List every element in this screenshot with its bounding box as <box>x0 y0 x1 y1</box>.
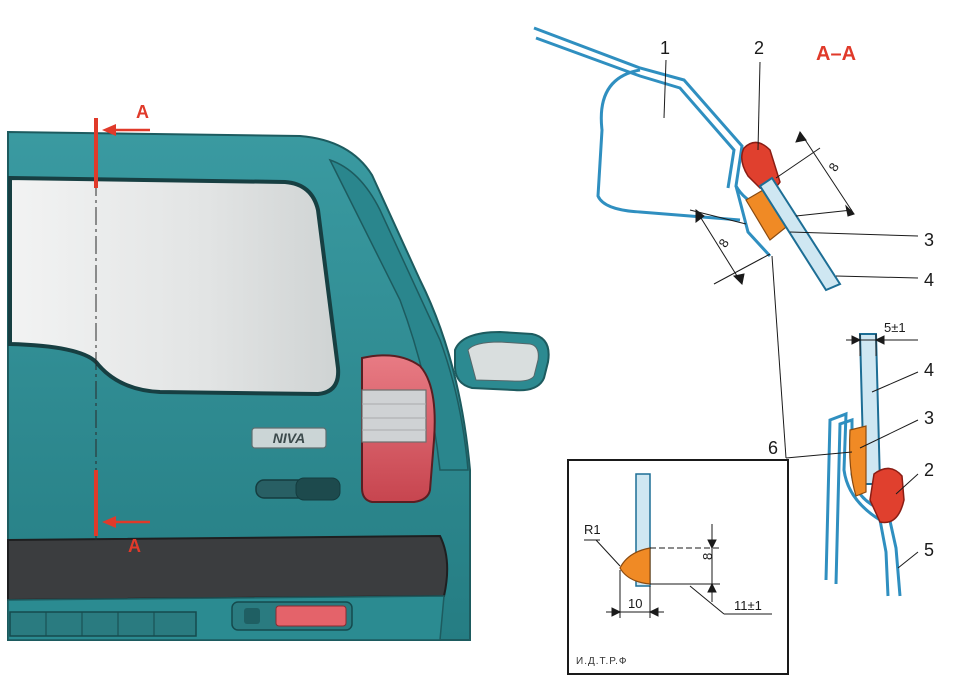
section-cut-line: А А <box>94 102 150 556</box>
bumper-step-strip <box>9 611 197 637</box>
inset-frame <box>567 459 789 675</box>
inset-detail: R1 8 10 11±1 И.Д.Т.Р.Ф <box>567 459 789 675</box>
callout-2-top: 2 <box>754 38 764 58</box>
adhesive-side <box>849 425 867 497</box>
callout-6: 6 <box>768 438 778 458</box>
callout-4-top: 4 <box>924 270 934 290</box>
inset-offset: 11±1 <box>734 598 762 613</box>
inset-bead <box>619 547 651 585</box>
section-a-a-view: А–А 8 8 <box>533 26 934 459</box>
section-title: А–А <box>816 43 856 65</box>
dim-top-left: 8 <box>715 236 732 250</box>
callout-1: 1 <box>660 38 670 58</box>
glass-section-top <box>758 176 842 292</box>
liftgate-handle <box>255 477 341 501</box>
cut-letter-bottom: А <box>128 536 141 556</box>
callout-2-right: 2 <box>924 460 934 480</box>
watermark: И.Д.Т.Р.Ф <box>576 656 627 667</box>
inset-radius: R1 <box>584 522 601 537</box>
callout-3-top: 3 <box>924 230 934 250</box>
badge-text: NIVA <box>273 430 305 446</box>
body-panel-outline <box>533 26 761 208</box>
rear-glass <box>8 175 341 397</box>
sealant-bead-side <box>869 467 905 524</box>
inset-height: 8 <box>700 553 715 560</box>
callout-3-right: 3 <box>924 408 934 428</box>
dimension-top-left <box>689 209 771 286</box>
callout-4-right: 4 <box>924 360 934 380</box>
dim-gap: 5±1 <box>884 320 906 335</box>
side-section-view: 5±1 4 3 2 5 6 <box>768 320 934 597</box>
niva-badge: NIVA <box>251 427 327 449</box>
dim-top-right: 8 <box>825 160 842 174</box>
tail-lamp-reverse <box>361 389 427 443</box>
inset-width: 10 <box>628 596 642 611</box>
callout-5: 5 <box>924 540 934 560</box>
dimension-top-right <box>775 130 855 217</box>
cut-letter-top: А <box>136 102 149 122</box>
dimension-gap <box>846 334 918 356</box>
car-side-panel <box>328 158 469 471</box>
rear-bumper <box>7 534 449 602</box>
inset-dimensions <box>584 524 772 618</box>
car-rear-view: NIVA А А <box>7 102 550 641</box>
